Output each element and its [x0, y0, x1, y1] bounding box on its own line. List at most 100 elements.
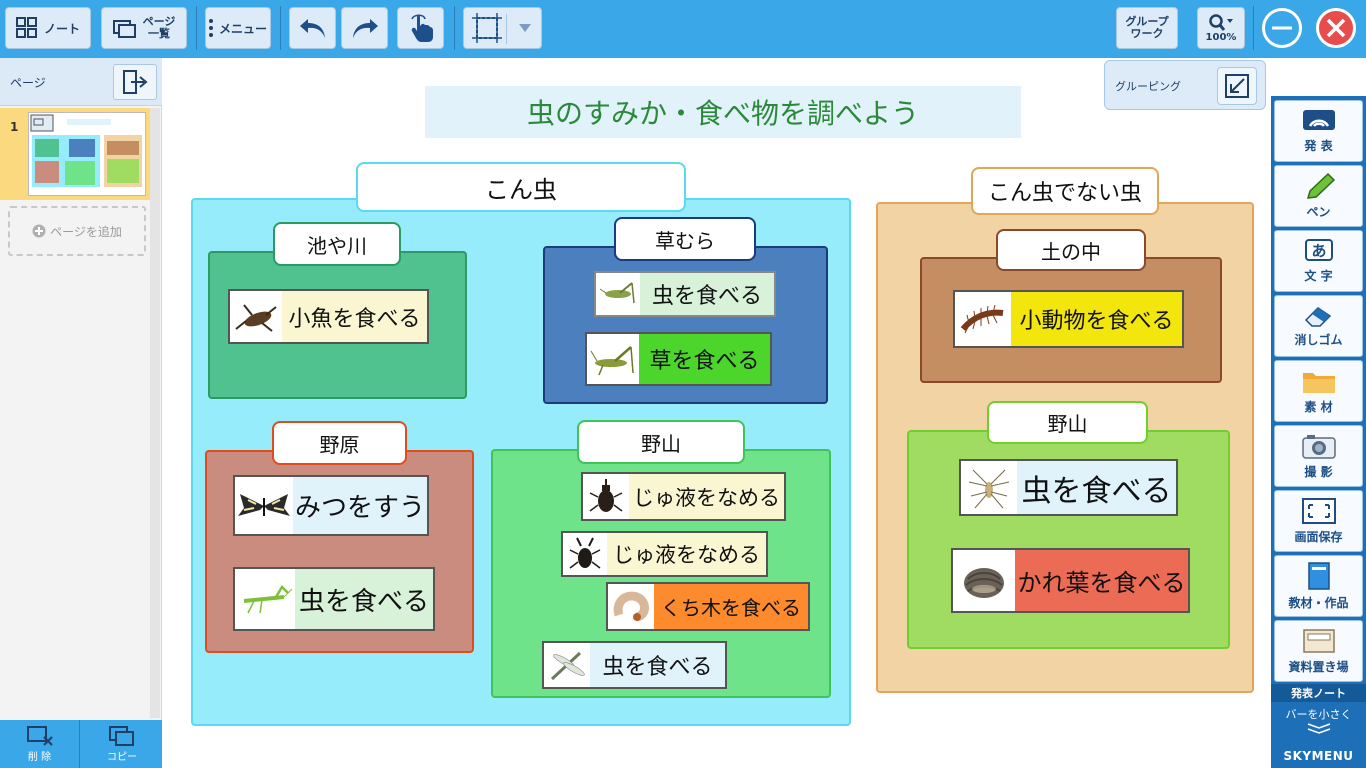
eraser-tool-label: 消しゴム [1294, 333, 1343, 347]
shrink-bar-button[interactable]: バーを小さく [1271, 702, 1366, 738]
camera-tool[interactable]: 撮 影 [1274, 425, 1363, 487]
note-button[interactable]: ノート [5, 7, 91, 49]
more-vertical-icon [208, 19, 213, 37]
grasshopper-photo [596, 273, 640, 315]
camera-tool-label: 撮 影 [1304, 465, 1333, 479]
card-mountain-eat-insects[interactable]: 虫を食べる [542, 641, 727, 689]
card-field-eat-insects[interactable]: 虫を食べる [233, 567, 435, 631]
redo-button[interactable] [341, 7, 388, 49]
material-tool[interactable]: 素 材 [1274, 360, 1363, 422]
page-title[interactable]: 虫のすみか・食べ物を調べよう [425, 86, 1021, 138]
touch-mode-button[interactable] [397, 7, 444, 49]
pill-bug-photo [953, 550, 1015, 611]
zoom-button[interactable]: 100% [1197, 7, 1245, 49]
card-pond-eat-small-fish[interactable]: 小魚を食べる [228, 289, 429, 344]
groupwork-label-1: グループ [1125, 15, 1169, 28]
grasshopper-photo [587, 334, 639, 384]
screen-capture-icon [1301, 498, 1336, 524]
card-text: 小動物を食べる [1011, 292, 1182, 346]
page-list-button[interactable]: ページ一覧 [101, 7, 187, 49]
card-soil-eat-small-animals[interactable]: 小動物を食べる [953, 290, 1184, 348]
pen-tool-label: ペン [1306, 205, 1331, 219]
card-mountain-lick-sap-2[interactable]: じゅ液をなめる [561, 531, 768, 577]
card-text: みつをすう [293, 477, 427, 534]
card-text: じゅ液をなめる [629, 474, 784, 519]
select-frame-icon [472, 13, 502, 43]
card-field-sip-nectar[interactable]: みつをすう [233, 475, 429, 536]
menu-button[interactable]: メニュー [205, 7, 271, 49]
card-text: くち木を食べる [654, 584, 808, 629]
mountain-non-insect-subgroup-label[interactable]: 野山 [987, 401, 1148, 444]
material-tool-label: 素 材 [1304, 400, 1333, 414]
page-panel-scrollbar[interactable] [150, 108, 160, 718]
folder-icon [1302, 373, 1335, 393]
close-icon [1326, 18, 1346, 38]
grid-icon [15, 17, 37, 38]
material-storage-tool-label: 資料置き場 [1288, 660, 1349, 674]
mountain-insect-subgroup-label[interactable]: 野山 [577, 420, 745, 464]
exit-panel-icon [123, 70, 148, 94]
non-insect-group-label[interactable]: こん虫でない虫 [971, 167, 1159, 215]
pond-subgroup-label[interactable]: 池や川 [273, 222, 401, 266]
book-icon [1307, 562, 1330, 590]
card-mountain-eat-dead-leaves[interactable]: かれ葉を食べる [951, 548, 1190, 613]
grass-subgroup-label[interactable]: 草むら [614, 217, 756, 261]
groupwork-label-2: ワーク [1130, 27, 1164, 40]
text-icon: あ [1304, 239, 1333, 261]
present-tool[interactable]: 発 表 [1274, 100, 1363, 162]
card-text: じゅ液をなめる [607, 533, 766, 575]
page-number: 1 [10, 120, 19, 134]
plus-circle-icon [32, 224, 46, 238]
shrink-bar-label: バーを小さく [1285, 708, 1352, 721]
hand-pointer-icon [410, 14, 433, 42]
chevron-double-down-icon [1307, 723, 1330, 734]
card-grass-eat-insects[interactable]: 虫を食べる [594, 271, 776, 317]
delete-page-button[interactable]: 削 除 [0, 720, 80, 768]
search-icon [1209, 13, 1233, 31]
card-mountain-lick-sap-1[interactable]: じゅ液をなめる [581, 472, 786, 521]
page-thumbnail[interactable] [28, 112, 146, 196]
pen-tool[interactable]: ペン [1274, 165, 1363, 227]
field-subgroup-label[interactable]: 野原 [272, 421, 407, 465]
card-mountain-eat-rotten-wood[interactable]: くち木を食べる [606, 582, 810, 631]
eraser-icon [1304, 307, 1331, 327]
minimize-button[interactable] [1262, 8, 1302, 48]
chevron-down-icon[interactable] [519, 24, 531, 32]
copy-page-button[interactable]: コピー [82, 720, 162, 768]
card-mountain-spider-eat-insects[interactable]: 虫を食べる [959, 459, 1178, 516]
camera-icon [1301, 435, 1336, 459]
grouping-button[interactable]: グルーピング [1104, 60, 1266, 110]
dragonfly-photo [544, 643, 590, 687]
text-tool[interactable]: あ 文 字 [1274, 230, 1363, 292]
pen-icon [1306, 172, 1335, 199]
add-page-button[interactable]: ページを追加 [8, 206, 146, 256]
eraser-tool[interactable]: 消しゴム [1274, 295, 1363, 357]
delete-label: 削 除 [27, 751, 52, 763]
card-text: 虫を食べる [640, 273, 774, 315]
soil-subgroup-label[interactable]: 土の中 [996, 229, 1146, 271]
grouping-label: グルーピング [1115, 80, 1181, 93]
screen-save-tool[interactable]: 画面保存 [1274, 490, 1363, 552]
page-panel-title: ページ [10, 76, 46, 90]
close-button[interactable] [1316, 8, 1356, 48]
grouping-collapse-button[interactable] [1217, 67, 1257, 105]
inbox-icon [1302, 629, 1335, 653]
undo-button[interactable] [289, 7, 336, 49]
material-storage-tool[interactable]: 資料置き場 [1274, 620, 1363, 682]
insect-group-label[interactable]: こん虫 [356, 162, 686, 212]
present-note-label[interactable]: 発表ノート [1271, 684, 1366, 702]
selection-tool-button[interactable] [463, 7, 542, 49]
stag-beetle-photo [563, 533, 607, 575]
minus-icon [1272, 26, 1292, 30]
card-grass-eat-grass[interactable]: 草を食べる [585, 332, 772, 386]
butterfly-photo [235, 477, 293, 534]
centipede-photo [955, 292, 1011, 346]
groupwork-button[interactable]: グループワーク [1116, 7, 1178, 49]
card-text: 小魚を食べる [282, 291, 427, 342]
page-thumbnail-item[interactable]: 1 [0, 108, 150, 200]
svg-text:あ: あ [1311, 242, 1326, 260]
close-panel-button[interactable] [113, 64, 157, 100]
teaching-material-tool[interactable]: 教材・作品 [1274, 555, 1363, 617]
card-text: かれ葉を食べる [1015, 550, 1188, 611]
larva-photo [608, 584, 654, 629]
